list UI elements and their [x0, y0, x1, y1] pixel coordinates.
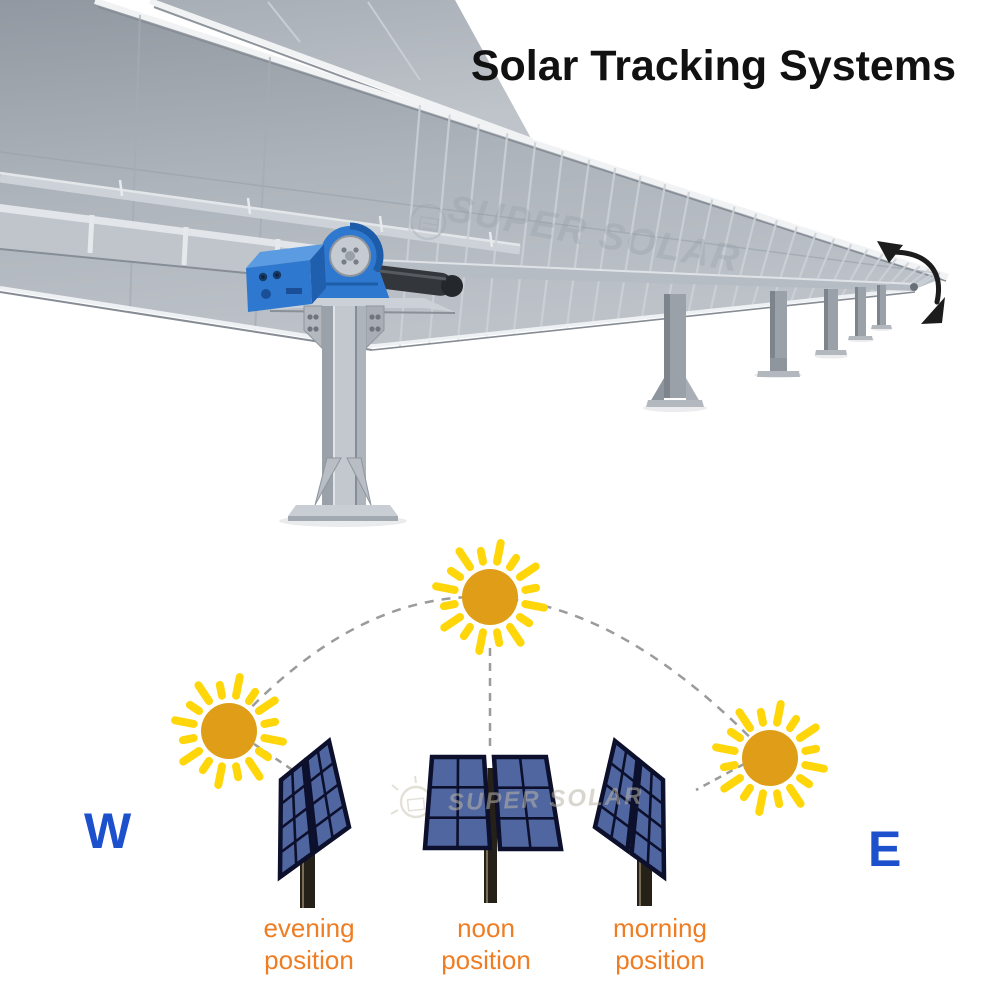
noon-position-line1: noon	[457, 913, 515, 943]
watermark-logo-bottom	[390, 775, 433, 819]
sun-noon-icon	[432, 539, 548, 655]
morning-position-line2: position	[615, 944, 705, 975]
rotation-arrow-icon	[877, 241, 945, 324]
evening-position-line1: evening	[263, 913, 355, 943]
tracker-panel-morning	[592, 736, 667, 906]
evening-position-label: evening position	[263, 913, 354, 976]
main-post	[279, 305, 407, 527]
drive-motor	[269, 222, 456, 314]
support-post	[754, 291, 802, 378]
evening-ray-connector	[253, 742, 301, 777]
watermark-logo-top	[409, 203, 447, 241]
tracker-render	[0, 0, 949, 527]
distant-posts	[643, 285, 892, 412]
noon-position-line2: position	[441, 944, 531, 975]
noon-position-label: noon position	[441, 913, 531, 976]
morning-ray-connector	[695, 762, 745, 792]
compass-west-label: W	[84, 803, 132, 859]
sun-path-diagram	[171, 203, 828, 908]
tracker-panel-noon	[422, 754, 564, 903]
support-post	[848, 287, 874, 343]
purlin-rail	[0, 171, 521, 255]
tracker-panel-evening	[277, 736, 352, 908]
purlin-ribs	[398, 104, 941, 347]
compass-east-label: E	[868, 821, 902, 877]
support-post	[871, 285, 892, 331]
sun-morning-icon	[712, 700, 828, 816]
sun-evening-icon	[171, 673, 287, 789]
support-post	[814, 289, 848, 359]
morning-position-label: morning position	[613, 913, 707, 976]
support-post	[643, 294, 707, 412]
page-title: Solar Tracking Systems	[470, 42, 956, 90]
evening-position-line2: position	[264, 944, 354, 975]
morning-position-line1: morning	[613, 913, 707, 943]
controller-box	[246, 244, 326, 312]
